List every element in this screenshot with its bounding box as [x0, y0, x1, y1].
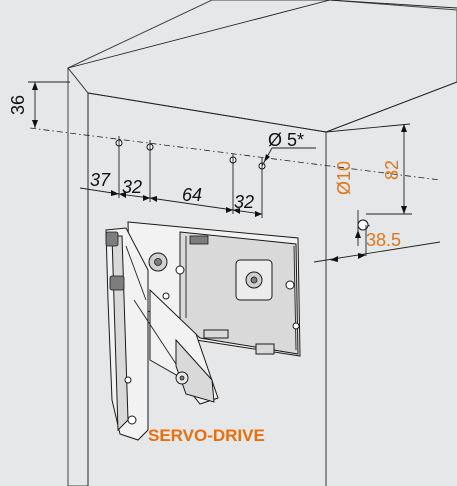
dim-32b-label: 32 — [234, 192, 254, 212]
panel-depth-edge — [325, 81, 457, 133]
dim-hole-label: Ø 5* — [268, 130, 304, 150]
dim-36-label: 36 — [8, 95, 28, 115]
dimension-36: 36 — [8, 81, 70, 128]
front-hole — [357, 219, 369, 231]
hole-center-line — [29, 127, 441, 181]
brand-label: SERVO-DRIVE — [148, 426, 265, 445]
arm-bearing — [109, 275, 125, 291]
lever-arm-plate — [175, 338, 215, 403]
panel-rear-edge — [329, 0, 457, 9]
hole-diameter-callout: Ø 5* — [261, 130, 316, 167]
lift-mechanism — [105, 221, 301, 441]
dim-82-label: 82 — [382, 160, 402, 180]
cabinet — [67, 0, 457, 486]
dim-38-5-label: 38.5 — [366, 230, 401, 250]
panel-top-edge — [67, 0, 331, 69]
drill-holes — [115, 136, 266, 218]
front-fixing-dimensions: 82 Ø10 38.5 — [313, 123, 441, 263]
dim-32a-label: 32 — [122, 177, 142, 197]
dim-64-label: 64 — [182, 185, 202, 205]
panel-top-inner-edge — [87, 92, 327, 133]
panel-corner — [67, 67, 89, 94]
dim-d10-label: Ø10 — [334, 161, 354, 195]
dimension-chain: 37 32 64 32 — [79, 170, 263, 217]
dim-37-label: 37 — [90, 170, 111, 190]
